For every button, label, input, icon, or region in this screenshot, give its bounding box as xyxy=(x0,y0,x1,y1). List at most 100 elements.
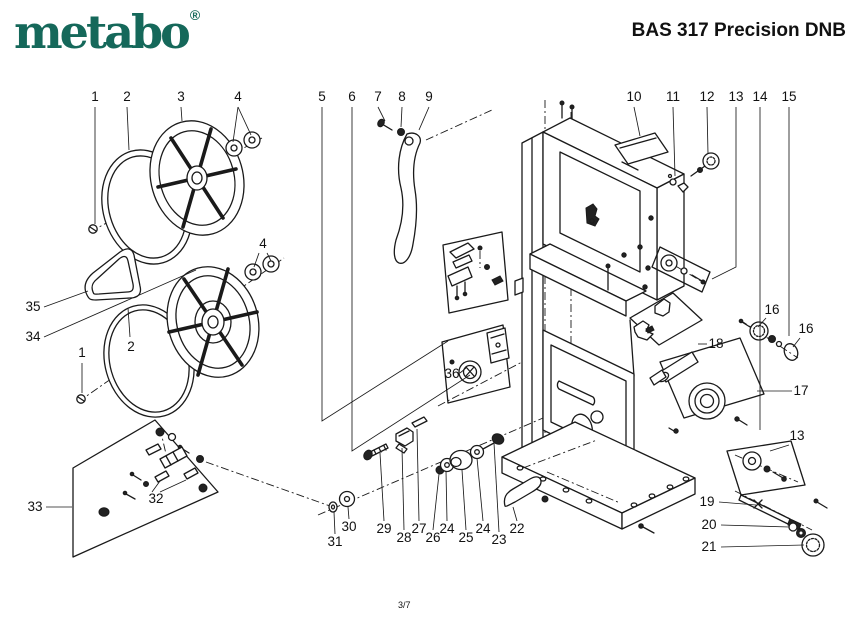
lower-bearing-1 xyxy=(244,263,262,281)
leader-line-2 xyxy=(126,106,130,151)
leader-line-10 xyxy=(633,106,641,137)
part-label-10: 10 xyxy=(626,89,641,104)
leader-line-36 xyxy=(459,367,467,374)
fastener-kit-box xyxy=(72,419,331,558)
mid-shelf xyxy=(529,253,627,317)
part-label-2: 2 xyxy=(123,89,131,104)
part-label-8: 8 xyxy=(398,89,406,104)
leader-line-13 xyxy=(769,444,790,452)
washer-11 xyxy=(669,178,677,186)
part-label-28: 28 xyxy=(396,530,411,545)
model-title: BAS 317 Precision DNB xyxy=(631,20,846,41)
part-label-3: 3 xyxy=(177,89,185,104)
group-33-box xyxy=(72,419,219,558)
part-label-35: 35 xyxy=(25,299,40,314)
part-label-11: 11 xyxy=(666,89,680,104)
part-label-2: 2 xyxy=(127,339,135,354)
bearing-17 xyxy=(688,382,726,420)
leader-line-8 xyxy=(400,106,403,128)
lower-bearing-2 xyxy=(262,255,280,273)
part-label-16: 16 xyxy=(764,302,779,317)
leader-line-4 xyxy=(237,106,252,136)
page-indicator: 3/7 xyxy=(398,600,411,610)
part-label-17: 17 xyxy=(793,383,808,398)
lower-roller-and-shaft xyxy=(726,440,828,557)
leader-line-12 xyxy=(706,106,709,155)
leader-line-25 xyxy=(461,469,467,531)
lower-wheel-assembly xyxy=(76,248,285,418)
leader-line-11 xyxy=(672,106,676,177)
upper-bearing-1 xyxy=(225,139,243,157)
leader-line-19 xyxy=(718,501,757,506)
part-label-21: 21 xyxy=(701,539,716,554)
part-label-7: 7 xyxy=(374,89,382,104)
hand-knob-21 xyxy=(801,533,825,557)
spacer-sleeve xyxy=(145,443,162,456)
part-label-34: 34 xyxy=(25,329,41,344)
logo-text: metabo xyxy=(14,5,191,59)
bracket-28 xyxy=(395,427,414,447)
part-label-4: 4 xyxy=(259,236,267,251)
leader-line-26 xyxy=(432,473,440,531)
part-label-5: 5 xyxy=(318,89,326,104)
leader-line-24 xyxy=(445,470,448,522)
leader-line-29 xyxy=(379,452,385,522)
pivot-bolt-23 xyxy=(491,433,505,445)
part-label-30: 30 xyxy=(341,519,356,534)
leader-line-16 xyxy=(757,317,767,328)
registered-mark-icon: ® xyxy=(189,7,201,23)
o-ring-16 xyxy=(783,343,799,361)
top-cover-and-knob xyxy=(614,132,720,193)
part-label-25: 25 xyxy=(458,530,473,545)
pin-32a xyxy=(154,470,170,483)
guide-holder xyxy=(654,298,671,317)
table-pivot-parts xyxy=(317,416,549,516)
part-label-15: 15 xyxy=(781,89,796,104)
guide-bracket xyxy=(447,266,473,287)
leader-line-4 xyxy=(232,106,239,143)
ring-31 xyxy=(328,501,338,513)
gear-knob-16 xyxy=(749,321,769,341)
saw-frame xyxy=(501,100,703,534)
part-label-22: 22 xyxy=(509,521,524,536)
part-label-4: 4 xyxy=(234,89,242,104)
leader-line-21 xyxy=(720,544,805,548)
part-label-20: 20 xyxy=(701,517,716,532)
switch-cover-plate xyxy=(486,327,510,364)
bearing-and-handle xyxy=(649,337,765,434)
blade-guide-clamp xyxy=(633,320,654,341)
leader-line-3 xyxy=(180,106,183,122)
cover-plate-10 xyxy=(614,132,669,165)
tension-gear-group xyxy=(738,318,799,361)
leader-line-28 xyxy=(401,447,405,531)
washer-20a xyxy=(788,522,798,532)
v-belt xyxy=(84,248,142,301)
support-roller-13 xyxy=(660,254,678,272)
clamp-cylinder xyxy=(159,446,188,469)
leader-line-32 xyxy=(159,479,187,493)
leader-line-31 xyxy=(333,511,336,535)
part-label-1: 1 xyxy=(78,345,86,360)
part-label-24: 24 xyxy=(475,521,491,536)
door-latch xyxy=(585,203,600,227)
leader-line-34 xyxy=(43,269,197,338)
frame-window xyxy=(559,151,641,273)
leader-line-16 xyxy=(792,337,801,348)
leader-line-9 xyxy=(418,106,430,131)
part-label-18: 18 xyxy=(708,336,723,351)
leader-line-32 xyxy=(151,480,161,493)
part-label-16: 16 xyxy=(798,321,813,336)
upper-bearing-2 xyxy=(243,131,261,149)
part-label-36: 36 xyxy=(444,366,459,381)
part-label-33: 33 xyxy=(27,499,42,514)
nut-8 xyxy=(397,128,405,136)
leader-line-22 xyxy=(512,506,518,522)
leader-line-4 xyxy=(266,252,272,262)
leader-line-13 xyxy=(711,107,737,280)
upper-roller-group xyxy=(651,246,711,293)
part-label-19: 19 xyxy=(699,494,714,509)
leader-line-35 xyxy=(43,290,89,308)
